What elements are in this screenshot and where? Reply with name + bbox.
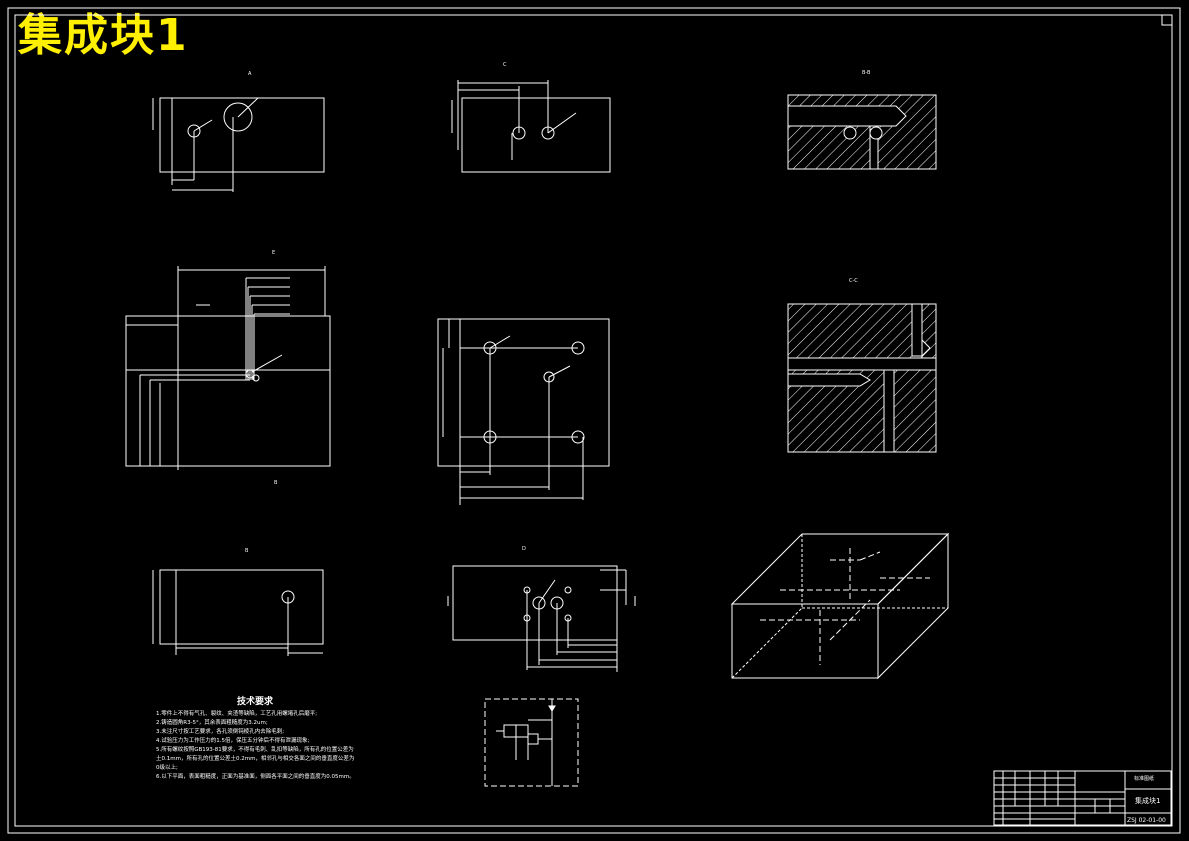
- section-c-c-label: C-C: [849, 278, 858, 284]
- tech-line: 5.所有螺纹按照GB193-81要求，不得有毛刺、乱扣等缺陷，所有孔的位置公差为: [156, 745, 354, 753]
- tech-requirements: 技术要求 1.零件上不得有气孔、裂纹、夹渣等缺陷，工艺孔用螺堵孔后磨平; 2.铸…: [156, 695, 355, 780]
- outer-frame: [7, 7, 1181, 834]
- tech-line: 3.未注尺寸按工艺要求，各孔须倒钝棱孔内去除毛刺;: [156, 727, 284, 735]
- view-a: A: [152, 71, 325, 192]
- view-d: D: [447, 546, 636, 672]
- section-c-c: C-C: [787, 278, 937, 453]
- view-b-label: B: [245, 548, 249, 554]
- tech-line: 4.试验压力为工作压力的1.5倍，保压五分钟后不得有泄漏现象;: [156, 736, 309, 744]
- view-e-label: E: [272, 250, 275, 256]
- tech-line: 2.铸造圆角R3-5°，其余表面粗糙度为3.2um;: [156, 718, 268, 726]
- tech-line: 0级以上;: [156, 763, 178, 771]
- view-a-label: A: [248, 71, 252, 77]
- tech-line: 1.零件上不得有气孔、裂纹、夹渣等缺陷，工艺孔用螺堵孔后磨平;: [156, 709, 317, 717]
- tech-line: 6.以下平面，表面粗糙度，正面为基准面，侧面各平面之间的垂直度为0.05mm。: [156, 772, 355, 780]
- view-e: E: [125, 250, 331, 486]
- inner-frame: [14, 14, 1173, 827]
- tech-line: 土0.1mm，所有孔的位置公差土0.2mm，相邻孔与相交各面之间的垂直度公差为: [156, 754, 354, 762]
- title-block-school: 标准图纸: [1134, 775, 1154, 782]
- title-block-name: 集成块1: [1135, 796, 1160, 805]
- view-d-label: D: [522, 546, 526, 552]
- title-block: 标准图纸 集成块1 ZSJ 02-01-00: [993, 770, 1172, 826]
- section-b-b-label: B-B: [862, 70, 871, 76]
- hydraulic-schematic: [484, 698, 579, 787]
- view-e-bottom-label: B: [274, 480, 278, 486]
- view-c: C: [451, 62, 611, 173]
- section-b-b: B-B: [787, 70, 937, 170]
- tech-title: 技术要求: [237, 695, 274, 707]
- drawing-title: 集成块1: [18, 10, 189, 61]
- view-b: B: [152, 548, 324, 656]
- corner-tab: [1161, 14, 1173, 26]
- title-block-drawing-no: ZSJ 02-01-00: [1127, 817, 1166, 824]
- isometric-view: [730, 532, 950, 680]
- view-center: [437, 318, 610, 505]
- view-c-label: C: [503, 62, 507, 68]
